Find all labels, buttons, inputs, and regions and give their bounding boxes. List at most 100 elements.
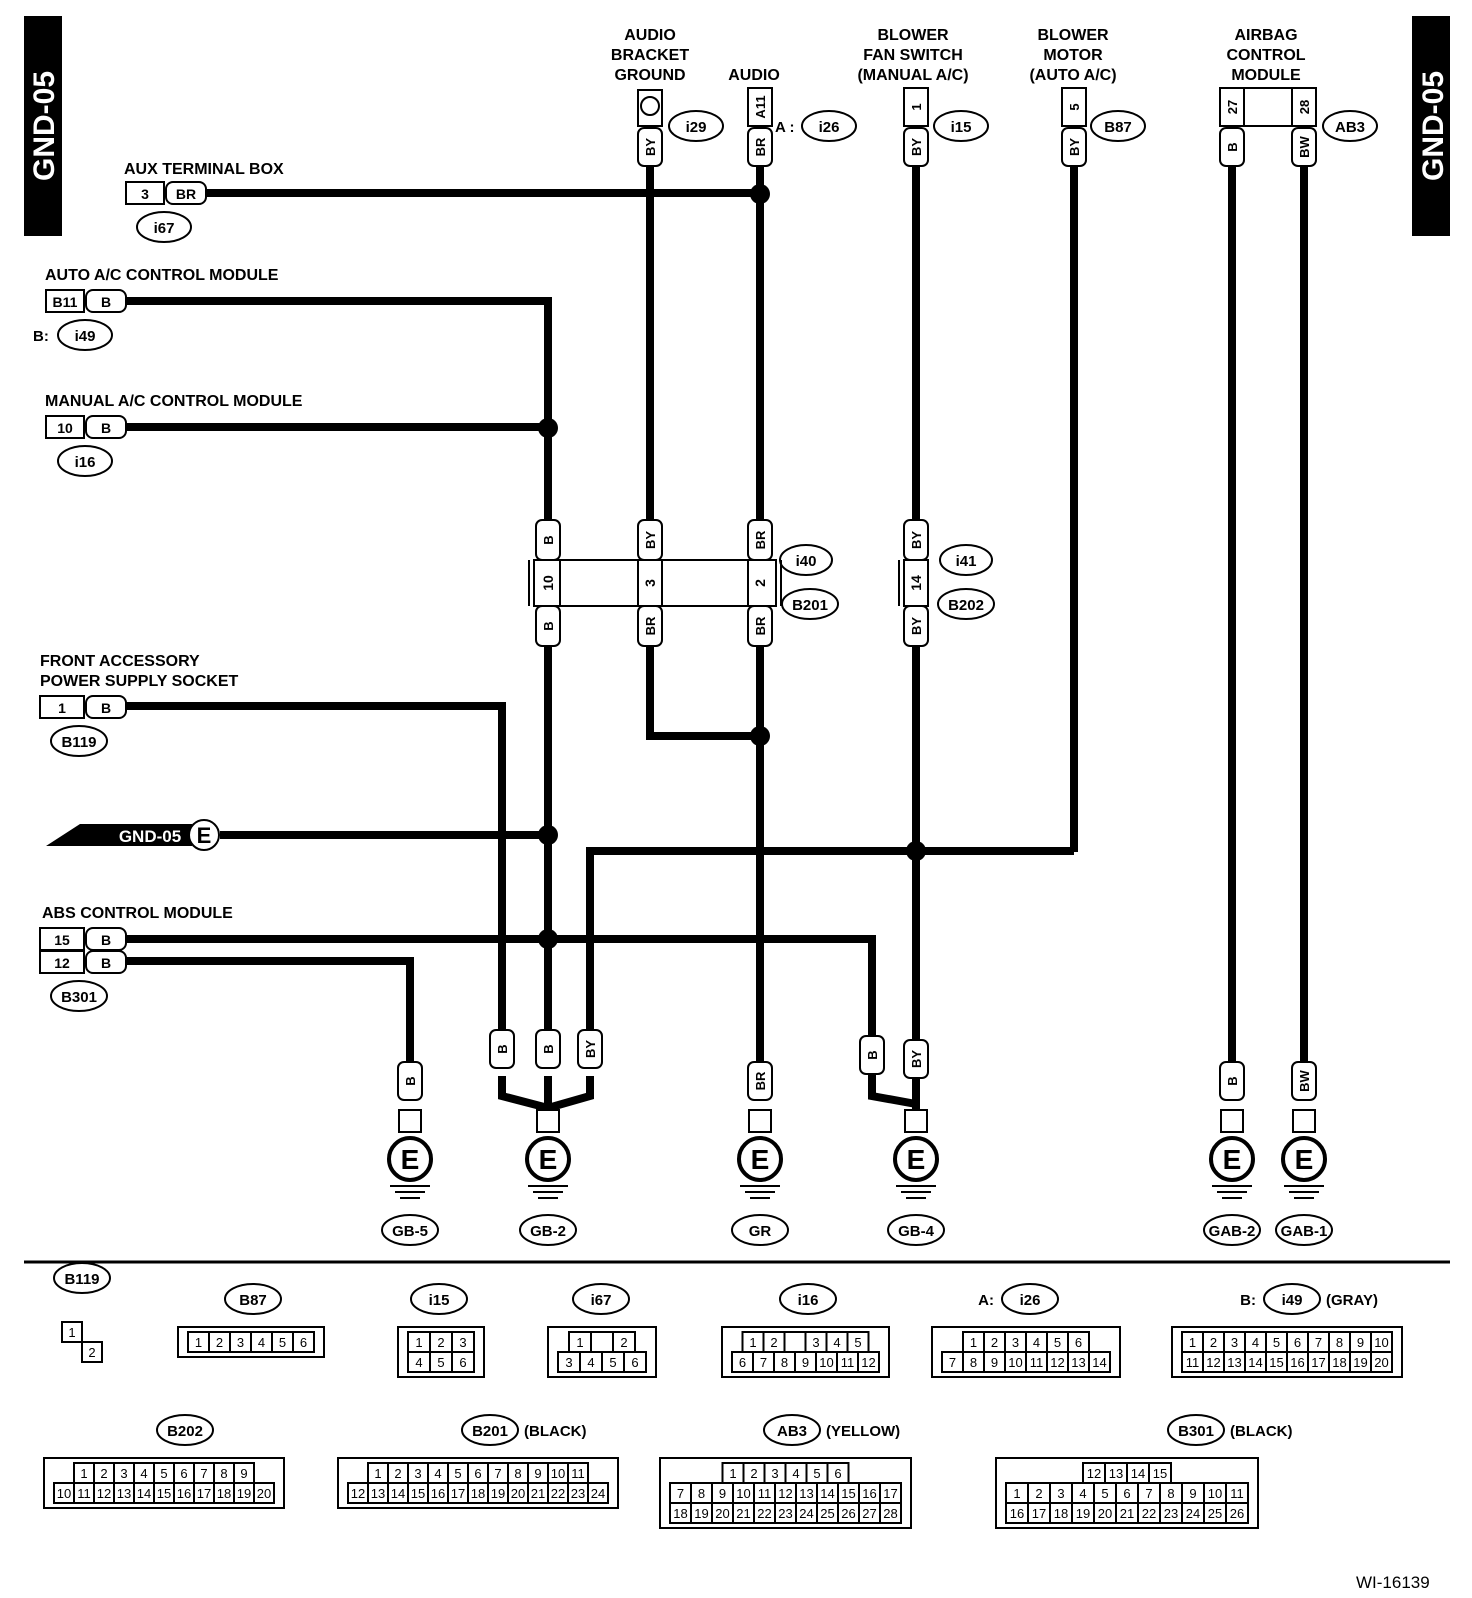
svg-text:B87: B87 bbox=[239, 1292, 267, 1309]
svg-text:AUX TERMINAL BOX: AUX TERMINAL BOX bbox=[124, 161, 284, 178]
svg-text:1: 1 bbox=[576, 1335, 583, 1350]
connector-id-B201: B201 bbox=[792, 597, 828, 614]
svg-text:7: 7 bbox=[494, 1466, 501, 1481]
svg-text:4: 4 bbox=[1033, 1335, 1040, 1350]
svg-text:14: 14 bbox=[137, 1486, 151, 1501]
svg-text:17: 17 bbox=[1032, 1506, 1046, 1521]
svg-text:19: 19 bbox=[237, 1486, 251, 1501]
svg-text:17: 17 bbox=[451, 1486, 465, 1501]
svg-text:12: 12 bbox=[1087, 1466, 1101, 1481]
svg-text:3: 3 bbox=[812, 1335, 819, 1350]
svg-text:16: 16 bbox=[177, 1486, 191, 1501]
svg-text:14: 14 bbox=[391, 1486, 405, 1501]
svg-text:11: 11 bbox=[1186, 1355, 1200, 1370]
svg-text:4: 4 bbox=[434, 1466, 441, 1481]
tab-left-label: GND-05 bbox=[28, 71, 61, 181]
ground-label: GAB-2 bbox=[1209, 1223, 1256, 1240]
svg-text:20: 20 bbox=[715, 1506, 729, 1521]
svg-text:B301: B301 bbox=[1178, 1423, 1214, 1440]
svg-text:15: 15 bbox=[54, 932, 70, 948]
svg-text:16: 16 bbox=[431, 1486, 445, 1501]
svg-text:5: 5 bbox=[279, 1335, 286, 1350]
manual-ac-control-module: MANUAL A/C CONTROL MODULE 10 B i16 bbox=[45, 393, 303, 477]
svg-text:1: 1 bbox=[970, 1335, 977, 1350]
svg-text:6: 6 bbox=[1294, 1335, 1301, 1350]
ground-label: GB-5 bbox=[392, 1223, 428, 1240]
svg-text:12: 12 bbox=[97, 1486, 111, 1501]
svg-text:8: 8 bbox=[698, 1486, 705, 1501]
svg-text:22: 22 bbox=[757, 1506, 771, 1521]
svg-text:BR: BR bbox=[753, 530, 768, 549]
svg-text:20: 20 bbox=[1374, 1355, 1388, 1370]
connector-id-i67: i67 bbox=[154, 220, 175, 237]
svg-text:7: 7 bbox=[760, 1355, 767, 1370]
blower-fan-switch: BLOWER FAN SWITCH (MANUAL A/C) 1 i15 bbox=[857, 27, 989, 142]
svg-text:MANUAL A/C CONTROL MODULE: MANUAL A/C CONTROL MODULE bbox=[45, 393, 303, 410]
svg-text:AUDIO: AUDIO bbox=[624, 27, 676, 44]
svg-text:B202: B202 bbox=[167, 1423, 203, 1440]
svg-text:BR: BR bbox=[753, 1071, 768, 1090]
svg-text:7: 7 bbox=[677, 1486, 684, 1501]
connector-id-B202: B202 bbox=[948, 597, 984, 614]
svg-text:20: 20 bbox=[1098, 1506, 1112, 1521]
svg-text:14: 14 bbox=[908, 575, 924, 591]
svg-text:12: 12 bbox=[861, 1355, 875, 1370]
svg-text:19: 19 bbox=[694, 1506, 708, 1521]
joint-connector-block: 10 3 2 i40 B201 bbox=[528, 544, 839, 620]
svg-text:FAN SWITCH: FAN SWITCH bbox=[863, 47, 963, 64]
svg-text:19: 19 bbox=[1353, 1355, 1367, 1370]
svg-text:1: 1 bbox=[729, 1466, 736, 1481]
svg-text:BY: BY bbox=[583, 1040, 598, 1058]
svg-text:BLOWER: BLOWER bbox=[877, 27, 949, 44]
connector-id-i15: i15 bbox=[951, 119, 972, 136]
svg-text:12: 12 bbox=[1050, 1355, 1064, 1370]
svg-text:BY: BY bbox=[1067, 138, 1082, 156]
svg-text:18: 18 bbox=[1332, 1355, 1346, 1370]
svg-text:5: 5 bbox=[854, 1335, 861, 1350]
svg-text:3: 3 bbox=[642, 579, 658, 587]
svg-text:11: 11 bbox=[841, 1355, 855, 1370]
svg-text:18: 18 bbox=[673, 1506, 687, 1521]
svg-text:E: E bbox=[751, 1144, 770, 1175]
svg-text:B11: B11 bbox=[53, 294, 78, 310]
audio-bracket-ground: AUDIO BRACKET GROUND i29 bbox=[611, 27, 724, 142]
svg-text:B: B bbox=[101, 955, 111, 971]
svg-text:1: 1 bbox=[68, 1325, 75, 1340]
svg-text:12: 12 bbox=[54, 955, 70, 971]
connector-id-i29: i29 bbox=[686, 119, 707, 136]
svg-text:2: 2 bbox=[1035, 1486, 1042, 1501]
svg-text:BY: BY bbox=[909, 138, 924, 156]
svg-text:1: 1 bbox=[374, 1466, 381, 1481]
svg-text:BR: BR bbox=[643, 616, 658, 635]
svg-text:13: 13 bbox=[371, 1486, 385, 1501]
figure-id: WI-16139 bbox=[1356, 1573, 1430, 1592]
svg-text:4: 4 bbox=[587, 1355, 594, 1370]
svg-text:10: 10 bbox=[551, 1466, 565, 1481]
svg-text:AIRBAG: AIRBAG bbox=[1234, 27, 1297, 44]
blower-motor: BLOWER MOTOR (AUTO A/C) 5 B87 bbox=[1029, 27, 1146, 142]
svg-text:20: 20 bbox=[511, 1486, 525, 1501]
svg-text:8: 8 bbox=[970, 1355, 977, 1370]
svg-text:15: 15 bbox=[157, 1486, 171, 1501]
svg-text:6: 6 bbox=[739, 1355, 746, 1370]
svg-text:2: 2 bbox=[437, 1335, 444, 1350]
svg-text:1: 1 bbox=[1189, 1335, 1196, 1350]
svg-text:15: 15 bbox=[841, 1486, 855, 1501]
svg-text:5: 5 bbox=[454, 1466, 461, 1481]
svg-text:A:: A: bbox=[978, 1292, 994, 1309]
svg-text:MODULE: MODULE bbox=[1231, 67, 1301, 84]
svg-text:(YELLOW): (YELLOW) bbox=[826, 1423, 900, 1440]
svg-text:BW: BW bbox=[1297, 1069, 1312, 1091]
svg-text:10: 10 bbox=[57, 420, 73, 436]
svg-text:10: 10 bbox=[819, 1355, 833, 1370]
svg-text:27: 27 bbox=[1225, 100, 1240, 114]
svg-text:11: 11 bbox=[571, 1466, 585, 1481]
svg-text:9: 9 bbox=[240, 1466, 247, 1481]
